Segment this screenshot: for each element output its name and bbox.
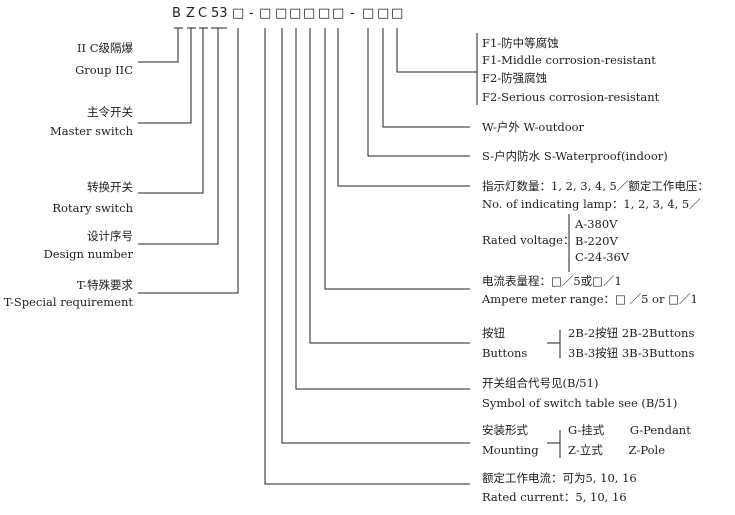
code-box: □ (377, 6, 390, 21)
corrosion-f1-en: F1-Middle corrosion-resistant (482, 53, 656, 67)
voltage-c: C-24-36V (575, 250, 630, 264)
mounting-option-pendant: G-挂式 G-Pendant (568, 423, 691, 437)
ammeter-label-zh: 电流表量程：□／5或□／1 (482, 274, 622, 288)
lamp-label-zh: 指示灯数量：1, 2, 3, 4, 5／额定工作电压： (482, 179, 709, 193)
lamp-label-en: No. of indicating lamp：1, 2, 3, 4, 5／ (482, 197, 701, 211)
corrosion-f2-zh: F2-防强腐蚀 (482, 71, 548, 85)
code-box: □ (259, 6, 272, 21)
switch-table-zh: 开关组合代号见(B/51) (482, 376, 599, 390)
code-box: □ (391, 6, 404, 21)
special-req-en: T-Special requirement (3, 295, 133, 309)
switch-table-en: Symbol of switch table see (B/51) (482, 396, 678, 410)
code-box: □ (318, 6, 331, 21)
code-number-53: 53 (211, 6, 228, 21)
waterproof-label: S-户内防水 S-Waterproof(indoor) (482, 149, 668, 163)
group-label-zh: II C级隔爆 (76, 41, 133, 55)
code-letter-z: Z (186, 6, 195, 21)
buttons-label-en: Buttons (482, 346, 528, 360)
code-separator: - (249, 6, 254, 21)
buttons-label-zh: 按钮 (482, 326, 505, 340)
rated-current-en: Rated current：5, 10, 16 (482, 490, 627, 504)
voltage-b: B-220V (575, 234, 618, 248)
group-label-en: Group IIC (75, 63, 133, 77)
mounting-label-zh: 安装形式 (482, 423, 528, 437)
rated-current-zh: 额定工作电流：可为5, 10, 16 (482, 471, 637, 485)
code-box: □ (289, 6, 302, 21)
outdoor-label: W-户外 W-outdoor (482, 120, 585, 134)
code-box: □ (362, 6, 375, 21)
code-box: □ (332, 6, 345, 21)
corrosion-f1-zh: F1-防中等腐蚀 (482, 36, 559, 50)
buttons-option-3b: 3B-3按钮 3B-3Buttons (568, 346, 695, 360)
rated-voltage-label: Rated voltage： (482, 233, 575, 247)
buttons-option-2b: 2B-2按钮 2B-2Buttons (568, 326, 695, 340)
code-box: □ (303, 6, 316, 21)
mounting-option-pole: Z-立式 Z-Pole (568, 443, 666, 457)
rotary-switch-en: Rotary switch (52, 201, 133, 215)
special-req-zh: T-特殊要求 (76, 278, 133, 292)
master-switch-en: Master switch (49, 124, 133, 138)
code-box: □ (275, 6, 288, 21)
code-box: □ (232, 6, 245, 21)
code-letter-c: C (198, 6, 208, 21)
code-letter-b: B (172, 6, 181, 21)
design-number-en: Design number (43, 247, 133, 261)
ammeter-label-en: Ampere meter range：□ ／5 or □／1 (482, 292, 698, 306)
rotary-switch-zh: 转换开关 (87, 180, 133, 194)
code-separator: - (350, 6, 355, 21)
master-switch-zh: 主令开关 (87, 105, 133, 119)
design-number-zh: 设计序号 (87, 229, 133, 243)
corrosion-f2-en: F2-Serious corrosion-resistant (482, 90, 660, 104)
voltage-a: A-380V (575, 217, 618, 231)
mounting-label-en: Mounting (482, 443, 539, 457)
